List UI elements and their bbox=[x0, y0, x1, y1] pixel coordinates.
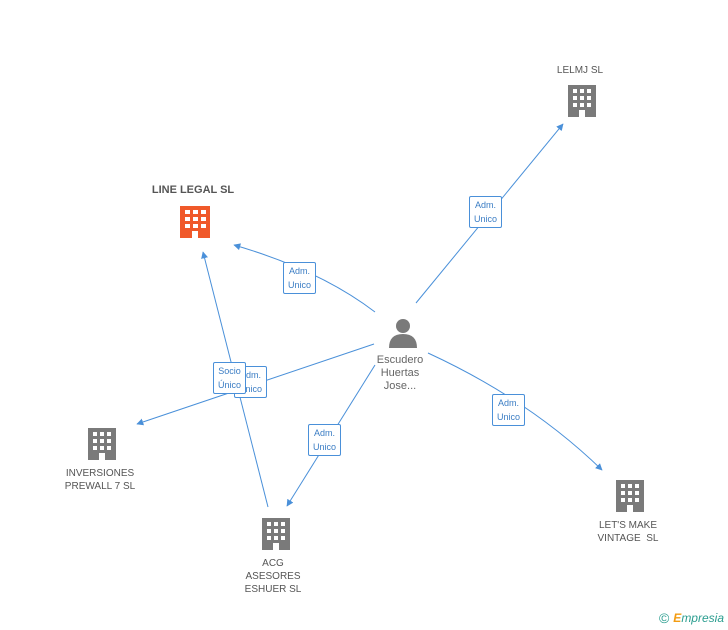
edge-label-acg-to-line-legal[interactable]: Socio Único bbox=[213, 362, 247, 394]
acg-name-3: ESHUER SL bbox=[244, 584, 302, 595]
edge-label-line1: Adm. bbox=[289, 266, 311, 276]
node-label-inversiones[interactable]: INVERSIONES PREWALL 7 SL bbox=[50, 467, 150, 493]
inversiones-name-1: INVERSIONES bbox=[65, 468, 135, 479]
footer-brand: © Empresia bbox=[659, 610, 724, 626]
edge-label-line1: Adm. bbox=[240, 370, 262, 380]
edge-label-line2: Unico bbox=[497, 412, 521, 422]
edge-label-line1: Adm. bbox=[314, 428, 336, 438]
node-label-letsmake[interactable]: LET'S MAKE VINTAGE SL bbox=[580, 519, 676, 545]
copyright-icon: © bbox=[658, 610, 670, 626]
edge-label-line2: Unico bbox=[474, 214, 498, 224]
brand-logo: Empresia bbox=[673, 611, 724, 625]
lelmj-name: LELMJ SL bbox=[556, 65, 604, 76]
building-icon-lelmj[interactable] bbox=[568, 85, 596, 117]
letsmake-name-2: VINTAGE SL bbox=[597, 533, 659, 544]
building-icon-inversiones[interactable] bbox=[88, 428, 116, 460]
edge-label-to-acg[interactable]: Adm. Unico bbox=[308, 424, 342, 456]
node-label-person[interactable]: Escudero Huertas Jose... bbox=[355, 354, 445, 393]
edge-label-to-line-legal[interactable]: Adm. Unico bbox=[283, 262, 317, 294]
node-label-line-legal[interactable]: LINE LEGAL SL bbox=[145, 184, 241, 197]
person-icon[interactable] bbox=[389, 319, 417, 348]
inversiones-name-2: PREWALL 7 SL bbox=[64, 481, 136, 492]
edge-label-line2: Unico bbox=[313, 442, 337, 452]
edge-label-to-lelmj[interactable]: Adm. Unico bbox=[469, 196, 503, 228]
brand-rest: mpresia bbox=[681, 611, 724, 625]
edge-label-line2: Unico bbox=[239, 384, 263, 394]
line-legal-name: LINE LEGAL SL bbox=[151, 184, 235, 196]
edge-label-to-letsmake[interactable]: Adm. Unico bbox=[492, 394, 526, 426]
building-icon-acg[interactable] bbox=[262, 518, 290, 550]
edge-label-line1: Adm. bbox=[475, 200, 497, 210]
acg-name-2: ASESORES bbox=[245, 571, 301, 582]
acg-name-1: ACG bbox=[262, 558, 284, 569]
edge-label-line1: Socio bbox=[218, 366, 241, 376]
node-label-acg[interactable]: ACG ASESORES ESHUER SL bbox=[225, 557, 321, 596]
person-name-1: Escudero bbox=[376, 354, 424, 366]
edge-label-line2: Unico bbox=[288, 280, 312, 290]
brand-e: E bbox=[673, 611, 682, 625]
person-name-2: Huertas bbox=[380, 367, 420, 379]
building-icon-line-legal[interactable] bbox=[180, 206, 210, 238]
edge-label-line1: Adm. bbox=[498, 398, 520, 408]
person-name-3: Jose... bbox=[383, 380, 417, 392]
edge-label-line2: Único bbox=[218, 380, 242, 390]
node-label-lelmj[interactable]: LELMJ SL bbox=[540, 64, 620, 77]
letsmake-name-1: LET'S MAKE bbox=[598, 520, 658, 531]
building-icon-letsmake[interactable] bbox=[616, 480, 644, 512]
